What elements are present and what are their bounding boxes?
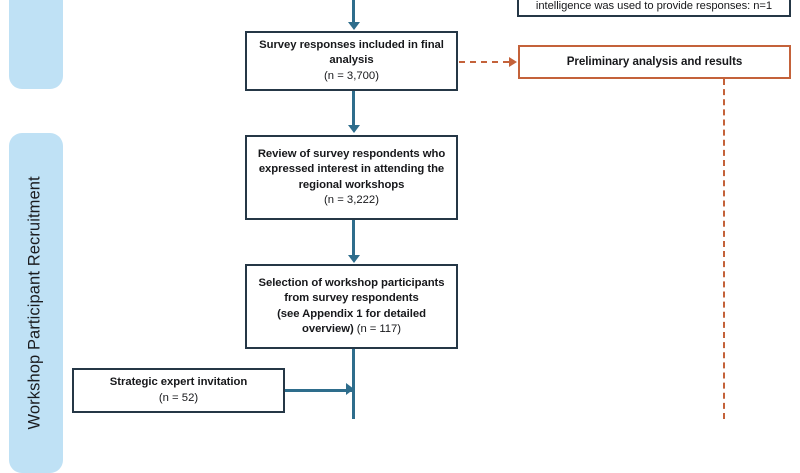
arrowhead-into-review	[347, 125, 360, 133]
connector-preliminary-downward	[723, 79, 725, 419]
preliminary-title: Preliminary analysis and results	[566, 55, 743, 69]
exclusion-line-2: intelligence was used to provide respons…	[535, 0, 773, 13]
stage-band-main-label: Workshop Participant Recruitment	[26, 176, 45, 430]
stage-band-top	[9, 0, 63, 89]
connector-final-to-preliminary	[459, 61, 509, 63]
arrowhead-strategic-to-spine	[346, 383, 354, 395]
final-title-line-1: Survey responses included in final	[259, 39, 444, 52]
strategic-title: Strategic expert invitation	[109, 376, 248, 389]
box-strategic-expert-invitation[interactable]: Strategic expert invitation (n = 52)	[72, 368, 285, 413]
box-preliminary-analysis-results[interactable]: Preliminary analysis and results	[518, 45, 791, 79]
strategic-count: (n = 52)	[158, 391, 199, 404]
connector-top-into-final	[352, 0, 355, 24]
selection-title-line-3: (see Appendix 1 for detailed	[277, 307, 426, 320]
selection-title-line-4: overview) (n = 117)	[302, 322, 401, 337]
selection-title-line-4-text: overview)	[301, 322, 354, 335]
box-selection-workshop-participants[interactable]: Selection of workshop participants from …	[245, 264, 458, 349]
arrowhead-into-final	[347, 22, 360, 30]
connector-review-to-selection	[352, 220, 355, 257]
connector-strategic-to-spine	[285, 389, 353, 392]
selection-count: (n = 117)	[353, 322, 401, 335]
arrowhead-into-selection	[347, 255, 360, 263]
box-review-survey-respondents[interactable]: Review of survey respondents who express…	[245, 135, 458, 220]
box-exclusion-criteria[interactable]: Clear indication that generative artific…	[517, 0, 791, 17]
box-survey-responses-final-analysis[interactable]: Survey responses included in final analy…	[245, 31, 458, 91]
flowchart-canvas: Workshop Participant Recruitment Clear i…	[9, 0, 791, 473]
final-title-line-2: analysis	[329, 54, 374, 67]
selection-title-line-1: Selection of workshop participants	[258, 277, 445, 290]
review-title-line-3: regional workshops	[298, 178, 405, 191]
stage-band-workshop-participant-recruitment: Workshop Participant Recruitment	[9, 133, 63, 473]
review-count: (n = 3,222)	[324, 193, 379, 206]
arrowhead-into-preliminary	[509, 57, 517, 67]
connector-final-to-review	[352, 91, 355, 127]
review-title-line-2: expressed interest in attending the	[258, 163, 445, 176]
final-count: (n = 3,700)	[324, 69, 379, 82]
selection-title-line-2: from survey respondents	[284, 292, 419, 305]
review-title-line-1: Review of survey respondents who	[257, 148, 446, 161]
